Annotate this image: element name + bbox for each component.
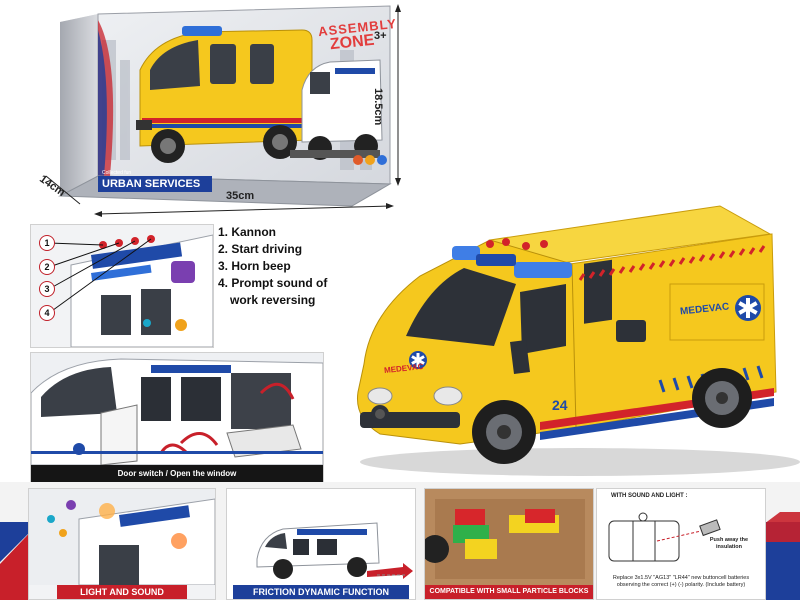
feature-item-2: 2. Start driving — [218, 242, 303, 256]
box-age: 3+ — [374, 30, 387, 42]
friction-caption: FRICTION DYNAMIC FUNCTION — [233, 585, 409, 599]
battery-note: Replace 3x1.5V "AG13" "LR44" new buttonc… — [612, 575, 750, 588]
light-sound-caption: LIGHT AND SOUND — [57, 585, 187, 599]
blocks-caption: COMPATIBLE WITH SMALL PARTICLE BLOCKS — [425, 585, 593, 599]
blocks-image — [425, 489, 593, 585]
product-box: ASSEMBLY ZONE 3+ Collected fun URBAN SER… — [37, 0, 460, 222]
feature-item-3: 3. Horn beep — [218, 259, 291, 273]
callout-1: 1 — [39, 235, 55, 251]
box-series-title: URBAN SERVICES — [98, 176, 212, 192]
dimension-width: 35cm — [226, 190, 255, 202]
door-feature-panel: Door switch / Open the window — [30, 352, 324, 484]
feature-item-1: 1. Kannon — [218, 225, 277, 239]
box-series-small: Collected fun — [102, 170, 132, 176]
blocks-panel: COMPATIBLE WITH SMALL PARTICLE BLOCKS — [424, 488, 594, 600]
feature-item-4-cont: work reversing — [230, 293, 316, 307]
dimension-height: 18.5cm — [372, 88, 384, 126]
battery-panel: WITH SOUND AND LIGHT : Push away the ins… — [596, 488, 766, 600]
product-box-illustration — [45, 4, 401, 217]
battery-diagram — [608, 512, 721, 562]
door-feature-image — [31, 358, 323, 466]
ambulance-badge: 24 — [552, 397, 568, 413]
door-caption: Door switch / Open the window — [31, 465, 323, 483]
friction-image — [256, 522, 413, 579]
light-sound-panel: LIGHT AND SOUND — [28, 488, 216, 600]
lights-closeup-image — [48, 234, 213, 347]
ambulance-illustration: 24 — [356, 205, 800, 476]
light-sound-image — [29, 489, 215, 586]
callout-4: 4 — [39, 305, 55, 321]
callout-3: 3 — [39, 281, 55, 297]
main-ambulance: 24 MEDEVAC MEDEVAC — [340, 196, 800, 480]
callout-2: 2 — [39, 259, 55, 275]
battery-push-text: Push away the insulation — [709, 537, 749, 550]
lights-closeup-panel: 1 2 3 4 — [30, 224, 214, 348]
feature-list: 1. Kannon 2. Start driving 3. Horn beep … — [218, 224, 348, 309]
friction-panel: FRICTION DYNAMIC FUNCTION — [226, 488, 416, 600]
battery-title: WITH SOUND AND LIGHT : — [611, 493, 688, 499]
bottom-feature-band: LIGHT AND SOUND FRICTION DYNAMIC FUNCTIO… — [0, 482, 800, 600]
feature-item-4: 4. Prompt sound of — [218, 276, 328, 290]
